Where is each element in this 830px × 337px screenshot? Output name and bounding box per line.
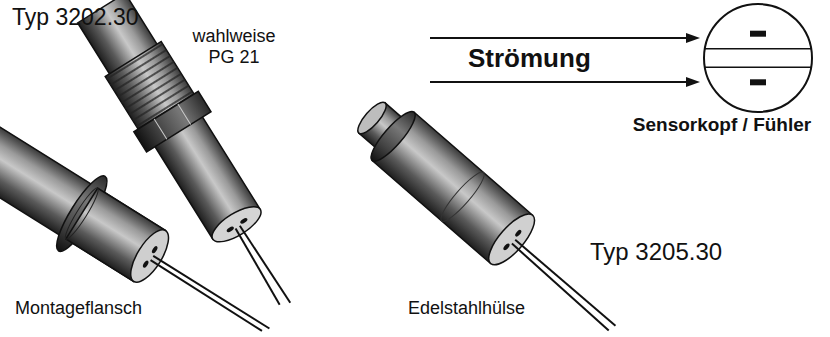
- flow-arrows: [430, 33, 700, 87]
- sleeve-sensor: [346, 89, 635, 337]
- thread-sensor: [69, 0, 319, 325]
- label: Strömung: [468, 44, 591, 74]
- label: Montageflansch: [15, 298, 142, 319]
- node-label: Sensorkopf / Fühler: [616, 114, 828, 136]
- sensor-head-outline: [702, 2, 814, 114]
- label: Edelstahlhülse: [408, 298, 525, 319]
- label: Typ 3202.30: [12, 4, 139, 30]
- sensor-head: Sensorkopf / Fühler: [616, 2, 828, 136]
- label: Typ 3205.30: [590, 238, 722, 266]
- label: wahlweise PG 21: [186, 26, 282, 67]
